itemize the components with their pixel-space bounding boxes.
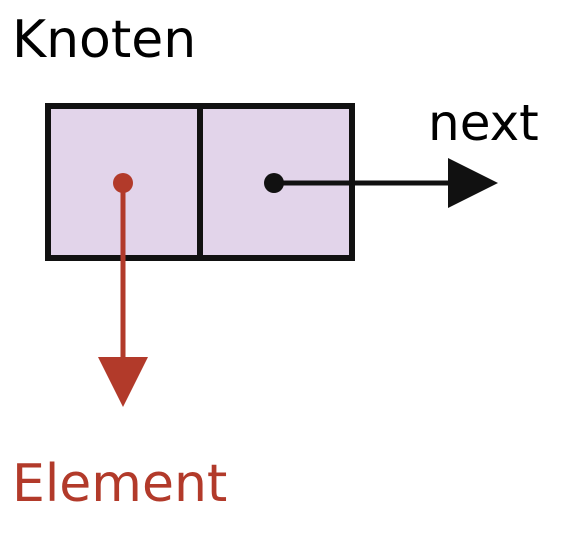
next-label: next bbox=[428, 94, 539, 152]
element-label: Element bbox=[12, 454, 228, 514]
node-title: Knoten bbox=[12, 10, 197, 70]
element-pointer-dot bbox=[113, 173, 133, 193]
next-pointer-dot bbox=[264, 173, 284, 193]
